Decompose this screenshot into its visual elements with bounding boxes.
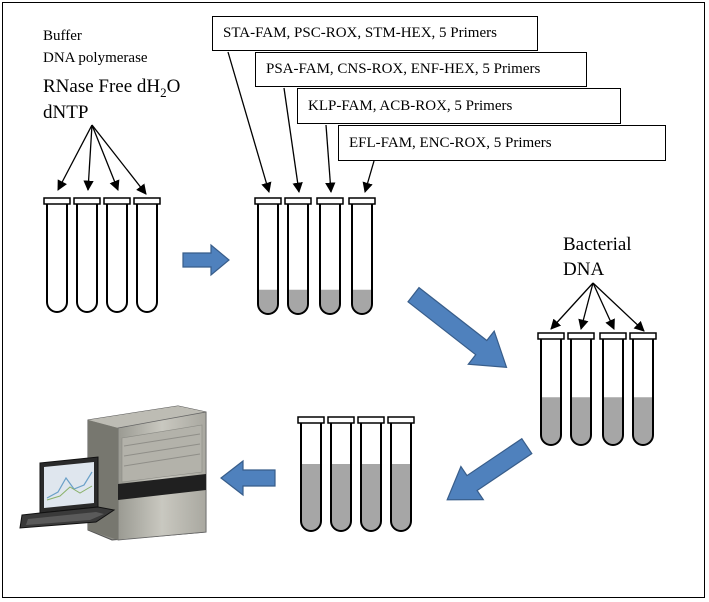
- dna-pointer-lines: [550, 282, 645, 332]
- tube-liquid: [352, 289, 372, 314]
- tube-cap: [73, 197, 101, 205]
- tube-liquid: [361, 464, 381, 531]
- tube-cap: [537, 332, 565, 340]
- tube-cap: [254, 197, 282, 205]
- arrow-to-ready: [446, 437, 533, 501]
- qpcr-instrument-icon: [87, 405, 207, 541]
- tube-body: [300, 423, 322, 532]
- primer-set-4-box: EFL-FAM, ENC-ROX, 5 Primers: [338, 125, 666, 161]
- tube-cap: [357, 416, 385, 424]
- tube-body: [287, 204, 309, 315]
- tube-cap: [599, 332, 627, 340]
- primer-tubes: [254, 197, 376, 315]
- tube-liquid: [288, 289, 308, 314]
- tube-cap: [103, 197, 131, 205]
- tube-cap: [327, 416, 355, 424]
- tube-body: [570, 339, 592, 446]
- primer-set-2-box: PSA-FAM, CNS-ROX, ENF-HEX, 5 Primers: [255, 52, 587, 87]
- tube-body: [257, 204, 279, 315]
- primer-pointer-lines: [227, 51, 375, 194]
- tube-body: [602, 339, 624, 446]
- tube-body: [319, 204, 341, 315]
- tube-cap: [316, 197, 344, 205]
- bacterial-label: Bacterial: [563, 234, 632, 255]
- tube-cap: [284, 197, 312, 205]
- dna-tubes: [537, 332, 657, 446]
- arrow-to-dna: [407, 286, 508, 368]
- tube-cap: [297, 416, 325, 424]
- tube-body: [46, 204, 68, 313]
- reagent-pointer-lines: [57, 124, 147, 195]
- tube-body: [76, 204, 98, 313]
- tube-cap: [43, 197, 71, 205]
- tube-body: [351, 204, 373, 315]
- tube-cap: [387, 416, 415, 424]
- tube-cap: [567, 332, 595, 340]
- master-mix-tubes: [43, 197, 161, 313]
- tube-body: [360, 423, 382, 532]
- tube-liquid: [331, 464, 351, 531]
- tube-body: [106, 204, 128, 313]
- reagent-buffer-label: Buffer: [43, 28, 82, 44]
- tube-liquid: [603, 397, 623, 445]
- reagent-dntp-label: dNTP: [43, 102, 89, 123]
- tube-cap: [133, 197, 161, 205]
- tube-liquid: [633, 397, 653, 445]
- laptop-icon: [19, 456, 116, 529]
- ready-tubes: [297, 416, 415, 532]
- tube-liquid: [258, 289, 278, 314]
- tube-cap: [629, 332, 657, 340]
- tube-body: [390, 423, 412, 532]
- dna-label: DNA: [563, 259, 605, 280]
- tube-liquid: [391, 464, 411, 531]
- arrow-to-primers: [182, 243, 230, 277]
- tube-body: [136, 204, 158, 313]
- tube-liquid: [571, 397, 591, 445]
- reagent-water-label: RNase Free dH2O: [43, 76, 181, 100]
- arrow-to-instrument: [220, 459, 276, 497]
- tube-body: [330, 423, 352, 532]
- primer-set-3-box: KLP-FAM, ACB-ROX, 5 Primers: [297, 88, 621, 124]
- reagent-polymerase-label: DNA polymerase: [43, 50, 148, 66]
- primer-set-1-box: STA-FAM, PSC-ROX, STM-HEX, 5 Primers: [212, 16, 538, 51]
- tube-liquid: [301, 464, 321, 531]
- tube-cap: [348, 197, 376, 205]
- tube-liquid: [320, 289, 340, 314]
- tube-liquid: [541, 397, 561, 445]
- tube-body: [632, 339, 654, 446]
- tube-body: [540, 339, 562, 446]
